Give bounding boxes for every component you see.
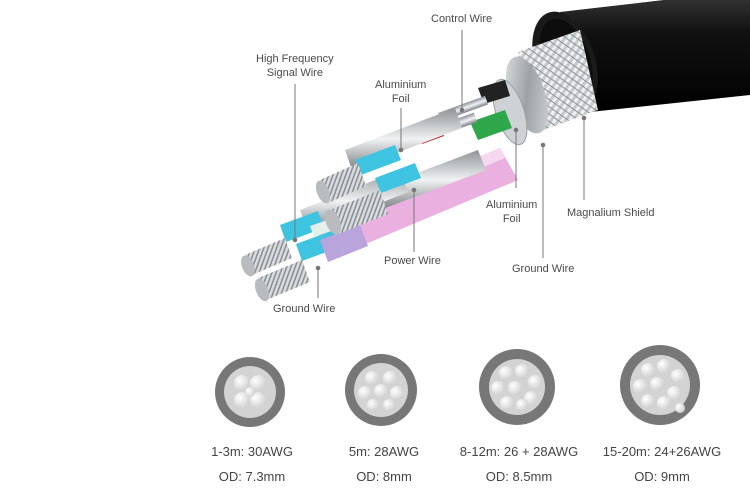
label-aluminium-foil-top: Aluminium Foil	[375, 78, 426, 106]
label-aluminium-top-line1: Aluminium	[375, 79, 427, 91]
cross-section-3	[479, 349, 555, 425]
label-control-wire: Control Wire	[431, 13, 493, 25]
cross-section-4	[620, 345, 700, 425]
label-aluminium-right-line2: Foil	[502, 213, 521, 225]
spec-od-2: OD: 8mm	[356, 469, 412, 484]
label-high-frequency-line1: High Frequency	[256, 53, 334, 65]
signal-wires-blue	[280, 145, 421, 262]
spec-length-1: 1-3m: 30AWG	[211, 444, 293, 459]
spec-length-4: 15-20m: 24+26AWG	[602, 444, 722, 459]
leader-lines	[292, 30, 587, 298]
label-ground-wire-left: Ground Wire	[273, 303, 336, 315]
spec-length-3: 8-12m: 26 + 28AWG	[459, 444, 579, 459]
label-magnalium-shield: Magnalium Shield	[567, 207, 655, 219]
cross-section-2	[345, 354, 417, 426]
spec-od-1: OD: 7.3mm	[218, 469, 286, 484]
label-high-frequency-line2: Signal Wire	[266, 67, 323, 79]
spec-od-4: OD: 9mm	[634, 469, 690, 484]
spec-length-2: 5m: 28AWG	[348, 444, 420, 459]
bare-conductors	[241, 163, 388, 302]
label-ground-wire-right: Ground Wire	[512, 263, 575, 275]
label-power-wire: Power Wire	[384, 255, 441, 267]
label-aluminium-top-line2: Foil	[391, 93, 410, 105]
spec-od-3: OD: 8.5mm	[485, 469, 553, 484]
label-aluminium-foil-right: Aluminium Foil	[486, 198, 537, 226]
cross-section-1	[215, 357, 285, 427]
label-high-frequency-signal-wire: High Frequency Signal Wire	[256, 52, 334, 80]
label-aluminium-right-line1: Aluminium	[486, 199, 538, 211]
